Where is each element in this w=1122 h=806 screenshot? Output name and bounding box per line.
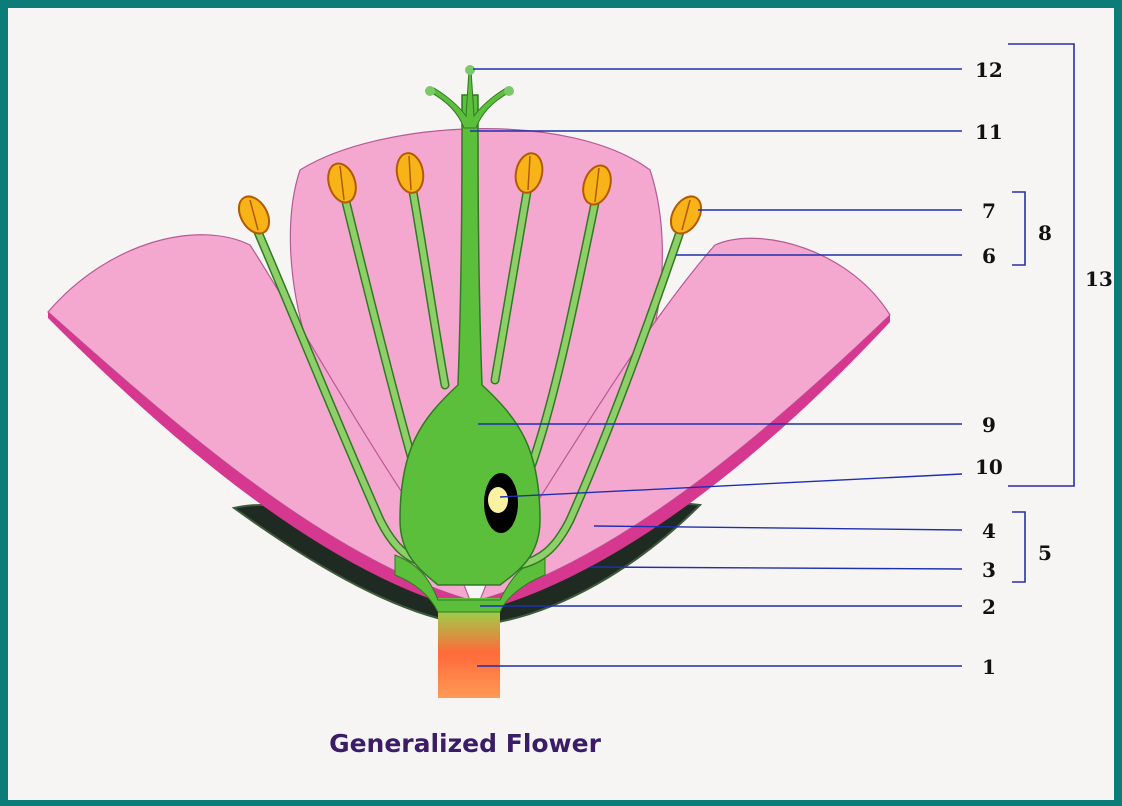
label-13: 13 bbox=[1085, 267, 1113, 291]
label-4: 4 bbox=[982, 519, 996, 543]
stigma bbox=[430, 70, 510, 128]
label-12: 12 bbox=[975, 58, 1003, 82]
bracket-5 bbox=[1012, 512, 1025, 582]
bracket-8 bbox=[1012, 192, 1025, 265]
ovule bbox=[488, 487, 508, 513]
label-1: 1 bbox=[982, 655, 996, 679]
label-9: 9 bbox=[982, 413, 996, 437]
stem bbox=[438, 598, 500, 698]
flower-diagram: 12 11 7 6 8 13 9 10 4 5 3 2 1 Generalize… bbox=[8, 8, 1114, 800]
label-8: 8 bbox=[1038, 221, 1052, 245]
label-6: 6 bbox=[982, 244, 996, 268]
stigma-tip-center bbox=[465, 65, 475, 75]
label-5: 5 bbox=[1038, 541, 1052, 565]
figure-frame: 12 11 7 6 8 13 9 10 4 5 3 2 1 Generalize… bbox=[8, 8, 1114, 800]
stigma-tip-right bbox=[504, 86, 514, 96]
stigma-tip-left bbox=[425, 86, 435, 96]
label-2: 2 bbox=[982, 595, 996, 619]
label-10: 10 bbox=[975, 455, 1003, 479]
label-7: 7 bbox=[982, 199, 996, 223]
label-11: 11 bbox=[975, 120, 1003, 144]
figure-caption: Generalized Flower bbox=[329, 729, 602, 758]
label-3: 3 bbox=[982, 558, 996, 582]
